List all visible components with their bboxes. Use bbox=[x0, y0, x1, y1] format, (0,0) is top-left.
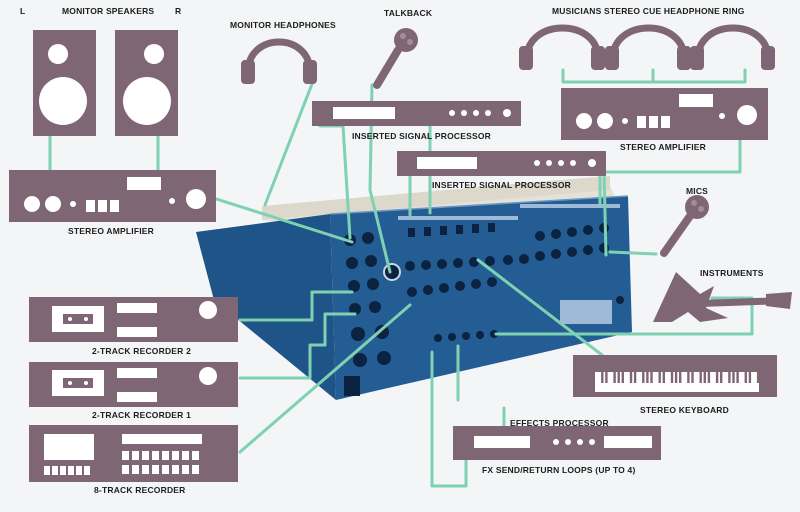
recorder-button bbox=[132, 465, 139, 474]
effects-processor bbox=[453, 426, 661, 460]
stereo-keyboard-label: STEREO KEYBOARD bbox=[640, 405, 729, 415]
talkback-label: TALKBACK bbox=[384, 8, 433, 18]
effects-processor-label: EFFECTS PROCESSOR bbox=[510, 418, 609, 428]
recorder-button bbox=[60, 466, 66, 475]
monitor-speakers-label: MONITOR SPEAKERS bbox=[62, 6, 155, 16]
recorder-button bbox=[44, 466, 50, 475]
speaker-icon bbox=[33, 30, 96, 136]
mixer-console-icon bbox=[196, 176, 632, 400]
headphones-icon bbox=[519, 24, 605, 70]
speaker-left-label: L bbox=[20, 6, 26, 16]
fx-loops-label: FX SEND/RETURN LOOPS (UP TO 4) bbox=[482, 465, 636, 475]
stereo-amp-right-label: STEREO AMPLIFIER bbox=[620, 142, 707, 152]
headphones-icon bbox=[690, 24, 775, 70]
recorder-button bbox=[162, 465, 169, 474]
guitar-icon bbox=[653, 272, 792, 322]
stereo-amplifier-left bbox=[9, 170, 216, 222]
two-track-recorder-1 bbox=[29, 362, 238, 407]
keyboard-black-key bbox=[703, 372, 706, 383]
recorder-button bbox=[192, 451, 199, 460]
recorder-button bbox=[122, 465, 129, 474]
monitor-headphones-label: MONITOR HEADPHONES bbox=[230, 20, 336, 30]
keyboard-black-key bbox=[642, 372, 645, 383]
recorder-button bbox=[162, 451, 169, 460]
inserted-signal-processor-2 bbox=[397, 151, 606, 176]
keyboard-black-key bbox=[691, 372, 694, 383]
keyboard-black-key bbox=[621, 372, 624, 383]
recorder-button bbox=[172, 451, 179, 460]
keyboard-black-key bbox=[658, 372, 661, 383]
headphones-icon bbox=[605, 24, 691, 70]
recorder-button bbox=[152, 465, 159, 474]
speaker-icon bbox=[115, 30, 178, 136]
recorder-button bbox=[122, 451, 129, 460]
instruments-label: INSTRUMENTS bbox=[700, 268, 764, 278]
keyboard-icon bbox=[573, 355, 777, 397]
stereo-amplifier-right bbox=[561, 88, 768, 140]
keyboard-black-key bbox=[674, 372, 678, 383]
recorder-button bbox=[142, 465, 149, 474]
recorder-button bbox=[76, 466, 82, 475]
keyboard-black-key bbox=[613, 372, 616, 383]
keyboard-black-key bbox=[720, 372, 723, 383]
recorder-8-label: 8-TRACK RECORDER bbox=[94, 485, 186, 495]
keyboard-black-key bbox=[601, 372, 604, 383]
recorder-button bbox=[142, 451, 149, 460]
microphone-icon bbox=[660, 195, 709, 257]
keyboard-black-key bbox=[670, 372, 674, 383]
recorder-button bbox=[68, 466, 74, 475]
keyboard-black-key bbox=[605, 372, 608, 383]
keyboard-black-key bbox=[728, 372, 731, 383]
speaker-right-label: R bbox=[175, 6, 182, 16]
keyboard-black-key bbox=[736, 372, 739, 383]
two-track-recorder-2 bbox=[29, 297, 238, 342]
recorder-button bbox=[84, 466, 90, 475]
recorder-button bbox=[172, 465, 179, 474]
recorder-2-label: 2-TRACK RECORDER 2 bbox=[92, 346, 191, 356]
keyboard-black-key bbox=[732, 372, 735, 383]
recorder-button bbox=[152, 451, 159, 460]
recorder-button bbox=[182, 465, 189, 474]
musicians-cue-label: MUSICIANS STEREO CUE HEADPHONE RING bbox=[552, 6, 745, 16]
stereo-amp-left-label: STEREO AMPLIFIER bbox=[68, 226, 155, 236]
recorder-button bbox=[132, 451, 139, 460]
microphone-icon bbox=[373, 28, 418, 89]
recorder-button bbox=[192, 465, 199, 474]
inserted-processor-1-label: INSERTED SIGNAL PROCESSOR bbox=[352, 131, 491, 141]
keyboard-black-key bbox=[707, 372, 711, 383]
headphones-icon bbox=[241, 38, 317, 84]
keyboard-black-key bbox=[756, 372, 760, 383]
keyboard-black-key bbox=[679, 372, 682, 383]
keyboard-black-key bbox=[715, 372, 719, 383]
eight-track-recorder bbox=[29, 425, 238, 482]
keyboard-black-key bbox=[650, 372, 653, 383]
inserted-processor-2-label: INSERTED SIGNAL PROCESSOR bbox=[432, 180, 571, 190]
keyboard-black-key bbox=[687, 372, 690, 383]
inserted-signal-processor-1 bbox=[312, 101, 521, 126]
keyboard-black-key bbox=[699, 372, 702, 383]
keyboard-black-key bbox=[629, 372, 633, 383]
recorder-1-label: 2-TRACK RECORDER 1 bbox=[92, 410, 191, 420]
keyboard-black-key bbox=[744, 372, 747, 383]
keyboard-black-key bbox=[633, 372, 637, 383]
keyboard-black-key bbox=[662, 372, 665, 383]
keyboard-black-key bbox=[646, 372, 649, 383]
mics-label: MICS bbox=[686, 186, 709, 196]
recorder-button bbox=[182, 451, 189, 460]
keyboard-black-key bbox=[617, 372, 620, 383]
recorder-button bbox=[52, 466, 58, 475]
keyboard-black-key bbox=[748, 372, 752, 383]
